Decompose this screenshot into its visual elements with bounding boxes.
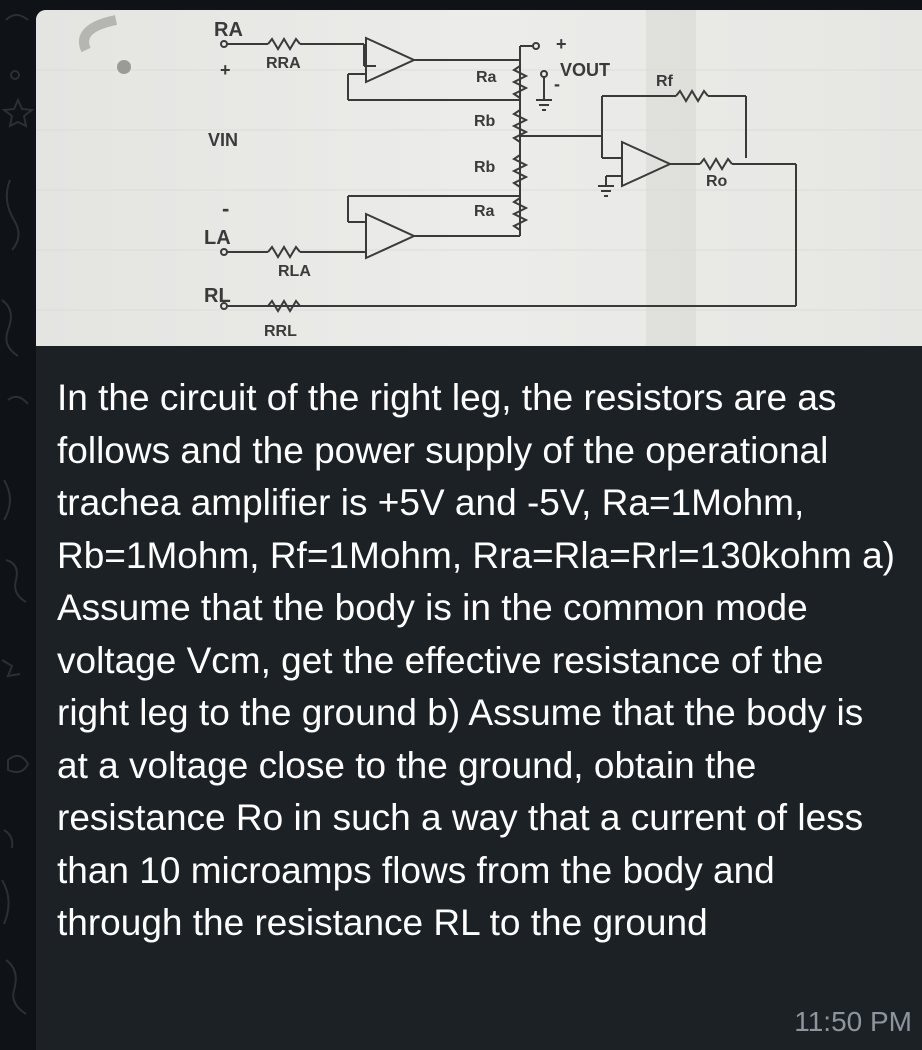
label-ra-bottom: Ra [474,203,495,220]
circuit-photo[interactable]: RA + VIN - LA RL RRA RLA RRL Ra Rb Rb Ra… [36,10,922,346]
message-text: In the circuit of the right leg, the res… [57,377,895,943]
circuit-diagram: RA + VIN - LA RL RRA RLA RRL Ra Rb Rb Ra… [36,10,922,346]
label-la: LA [204,227,231,249]
label-rrl: RRL [264,323,297,340]
label-minus-input: - [222,196,229,221]
label-vout-plus: + [556,34,567,54]
label-vin: VIN [208,130,238,150]
label-rla: RLA [278,263,311,280]
label-rl: RL [204,285,231,307]
label-vout: VOUT [560,60,610,80]
label-rra: RRA [266,55,301,72]
label-plus-input: + [220,60,231,80]
label-rf: Rf [656,73,674,90]
label-rb-lower: Rb [474,159,496,176]
label-rb-upper: Rb [474,113,496,130]
wallpaper-doodles [1,14,35,1015]
label-ra-top: Ra [476,69,497,86]
label-ra: RA [214,19,243,41]
label-vout-minus: - [554,74,560,94]
message-timestamp: 11:50 PM [794,1006,912,1037]
label-ro: Ro [706,173,728,190]
